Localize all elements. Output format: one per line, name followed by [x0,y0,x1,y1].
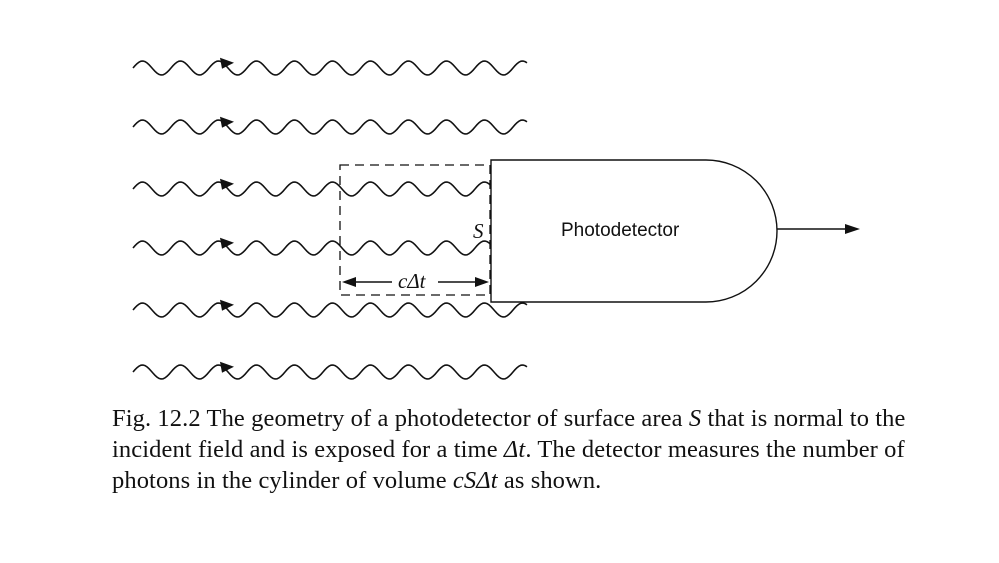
wave-arrowhead [220,299,234,311]
photodetector-figure: cΔt S Photodetector [132,57,860,380]
output-arrowhead [845,224,860,234]
wave-arrowhead [220,57,234,69]
figure-caption: Fig. 12.2 The geometry of a photodetecto… [112,403,972,496]
photodetector-body [490,159,778,303]
wave-arrowhead [220,178,234,190]
wave-line [132,302,528,318]
caption-text-2: that is normal to the incident field and… [112,405,906,463]
wave-line [132,119,528,135]
wave-line [132,240,528,256]
caption-var-s: S [688,405,702,432]
caption-label: Fig. 12.2 [112,405,201,432]
detector-label: Photodetector [561,220,680,241]
incident-waves [132,57,528,380]
caption-var-volume: cSΔt [452,467,498,494]
wave-line [132,181,528,197]
caption-text-3: . The detector measures the number of ph… [112,436,905,494]
caption-text-4: as shown. [503,467,602,494]
length-dimension [342,277,489,287]
caption-text-1: The geometry of a photodetector of surfa… [206,405,683,432]
wave-line [132,60,528,76]
cylinder-volume [339,164,491,296]
wave-arrowhead [220,237,234,249]
wave-arrowhead [220,361,234,373]
surface-label: S [473,219,484,243]
length-label: cΔt [398,269,427,293]
wave-arrowhead [220,116,234,128]
wave-line [132,364,528,380]
caption-var-dt: Δt [503,436,526,463]
